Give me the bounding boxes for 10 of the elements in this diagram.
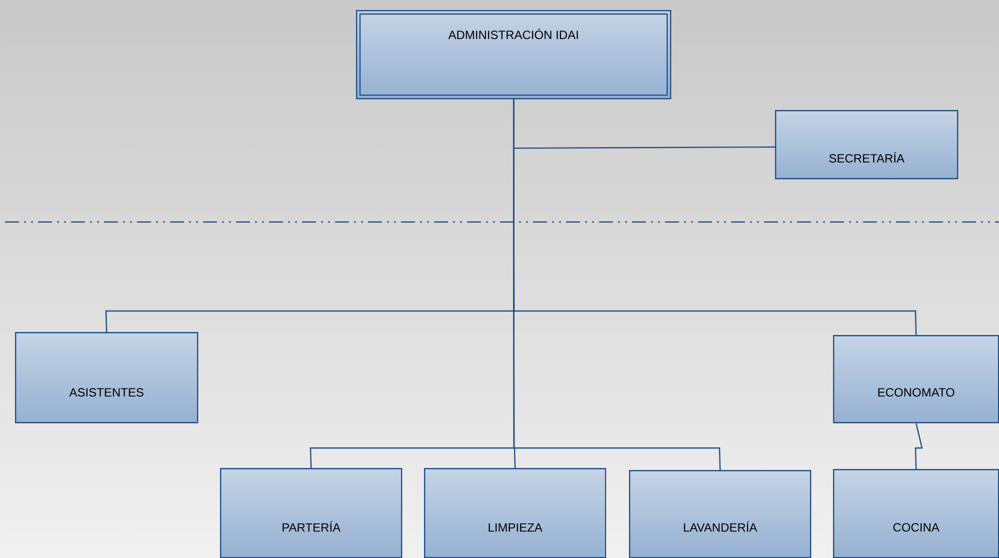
org-box: ASISTENTES (15, 332, 198, 424)
org-box: SECRETARÍA (775, 110, 958, 180)
org-box: ADMINISTRACIÓN IDAI (356, 10, 672, 100)
org-box: ECONOMATO (833, 335, 999, 424)
org-box: COCINA (833, 469, 999, 558)
org-box: PARTERÍA (220, 468, 402, 558)
connector-line (513, 99, 721, 470)
org-box: LAVANDERÍA (629, 470, 812, 558)
connector-line (914, 423, 923, 470)
org-box: LIMPIEZA (424, 468, 606, 558)
